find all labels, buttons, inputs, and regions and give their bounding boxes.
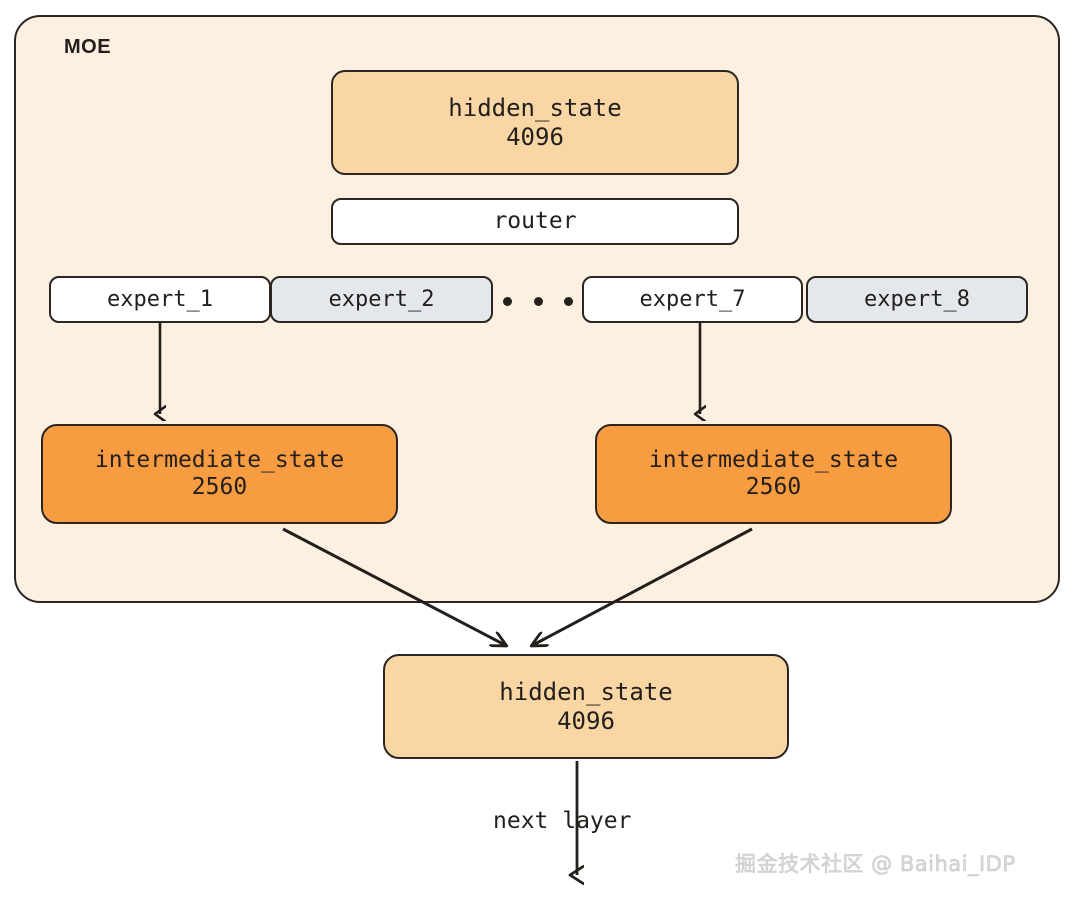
node-expert-7-label: expert_7: [639, 286, 746, 312]
node-hidden-state-top-dim: 4096: [506, 122, 564, 151]
node-expert-7: expert_7: [582, 276, 803, 323]
node-expert-8: expert_8: [806, 276, 1028, 323]
experts-ellipsis: [500, 284, 576, 318]
node-hidden-state-bottom-name: hidden_state: [499, 678, 673, 707]
node-expert-2-label: expert_2: [328, 286, 435, 312]
node-intermediate-state-right: intermediate_state 2560: [595, 424, 952, 524]
node-intermediate-state-right-dim: 2560: [745, 474, 802, 500]
ellipsis-dot: [533, 296, 543, 306]
ellipsis-dot: [503, 296, 512, 306]
node-router-label: router: [493, 207, 577, 234]
node-intermediate-state-left-dim: 2560: [191, 474, 248, 500]
node-intermediate-state-left-name: intermediate_state: [94, 446, 345, 473]
node-intermediate-state-right-name: intermediate_state: [648, 446, 899, 473]
node-hidden-state-bottom-dim: 4096: [557, 706, 615, 735]
node-hidden-state-top: hidden_state 4096: [331, 70, 739, 175]
node-hidden-state-bottom: hidden_state 4096: [383, 654, 789, 759]
ellipsis-dot: [564, 296, 573, 306]
node-router: router: [331, 198, 739, 245]
node-expert-1: expert_1: [49, 276, 271, 323]
next-layer-label: next layer: [493, 808, 632, 834]
node-expert-2: expert_2: [270, 276, 493, 323]
node-intermediate-state-left: intermediate_state 2560: [41, 424, 398, 524]
watermark: 掘金技术社区 @ Baihai_IDP: [735, 852, 1016, 877]
node-expert-8-label: expert_8: [864, 286, 970, 312]
moe-label: MOE: [64, 36, 112, 58]
node-hidden-state-top-name: hidden_state: [448, 94, 622, 123]
node-expert-1-label: expert_1: [107, 286, 213, 312]
